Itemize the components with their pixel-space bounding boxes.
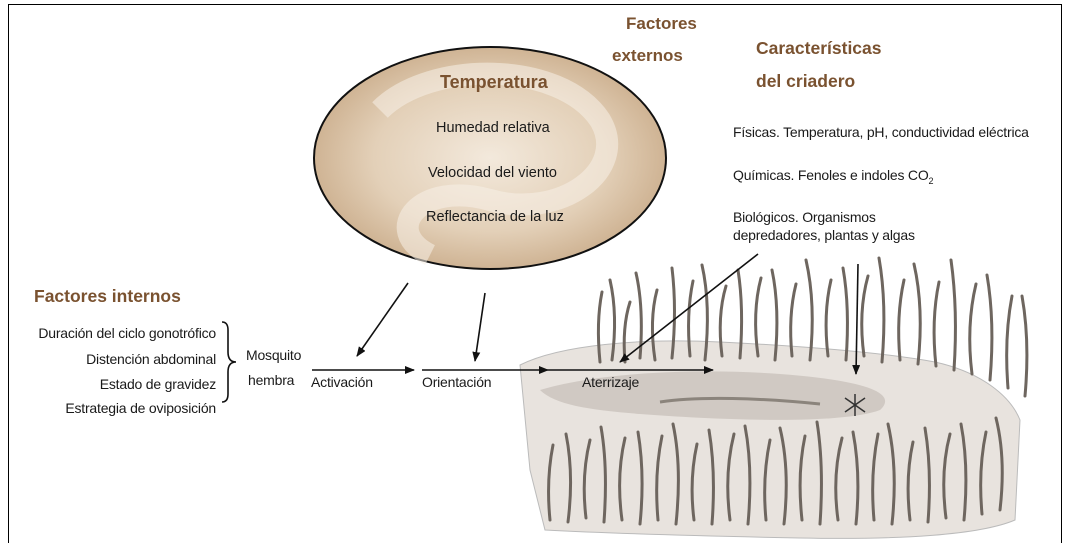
internal-factor-4: Estrategia de oviposición <box>14 400 216 416</box>
criadero-biologicos-line1: Biológicos. Organismos <box>733 209 876 225</box>
criadero-quimicas-text: Químicas. Fenoles e indoles CO <box>733 167 929 183</box>
internal-factor-2: Distención abdominal <box>14 351 216 367</box>
internal-factor-1: Duración del ciclo gonotrófico <box>14 325 216 341</box>
humedad-label: Humedad relativa <box>436 120 550 136</box>
aterrizaje-label: Aterrizaje <box>582 374 639 390</box>
temperatura-label: Temperatura <box>440 72 548 93</box>
activacion-label: Activación <box>311 374 373 390</box>
orientacion-label: Orientación <box>422 374 491 390</box>
co2-subscript: 2 <box>929 176 934 186</box>
criadero-biologicos-line2: depredadores, plantas y algas <box>733 227 915 243</box>
criadero-quimicas: Químicas. Fenoles e indoles CO2 <box>733 167 933 186</box>
criadero-fisicas: Físicas. Temperatura, pH, conductividad … <box>733 124 1029 140</box>
mosquito-label-line2: hembra <box>248 372 294 388</box>
arrow-ellipse-to-activacion <box>357 283 408 356</box>
mosquito-label-line1: Mosquito <box>246 347 301 363</box>
pond-illustration <box>520 258 1027 538</box>
viento-label: Velocidad del viento <box>428 165 557 181</box>
criadero-title-line1: Características <box>756 38 882 59</box>
factores-externos-title-line1: Factores <box>626 14 697 34</box>
criadero-title-line2: del criadero <box>756 71 855 92</box>
reflectancia-label: Reflectancia de la luz <box>426 209 564 225</box>
factores-externos-title-line2: externos <box>612 46 683 66</box>
factores-internos-title: Factores internos <box>34 286 181 307</box>
arrow-ellipse-to-orientacion <box>475 293 485 361</box>
internal-factors-brace <box>222 322 236 402</box>
internal-factor-3: Estado de gravidez <box>14 376 216 392</box>
